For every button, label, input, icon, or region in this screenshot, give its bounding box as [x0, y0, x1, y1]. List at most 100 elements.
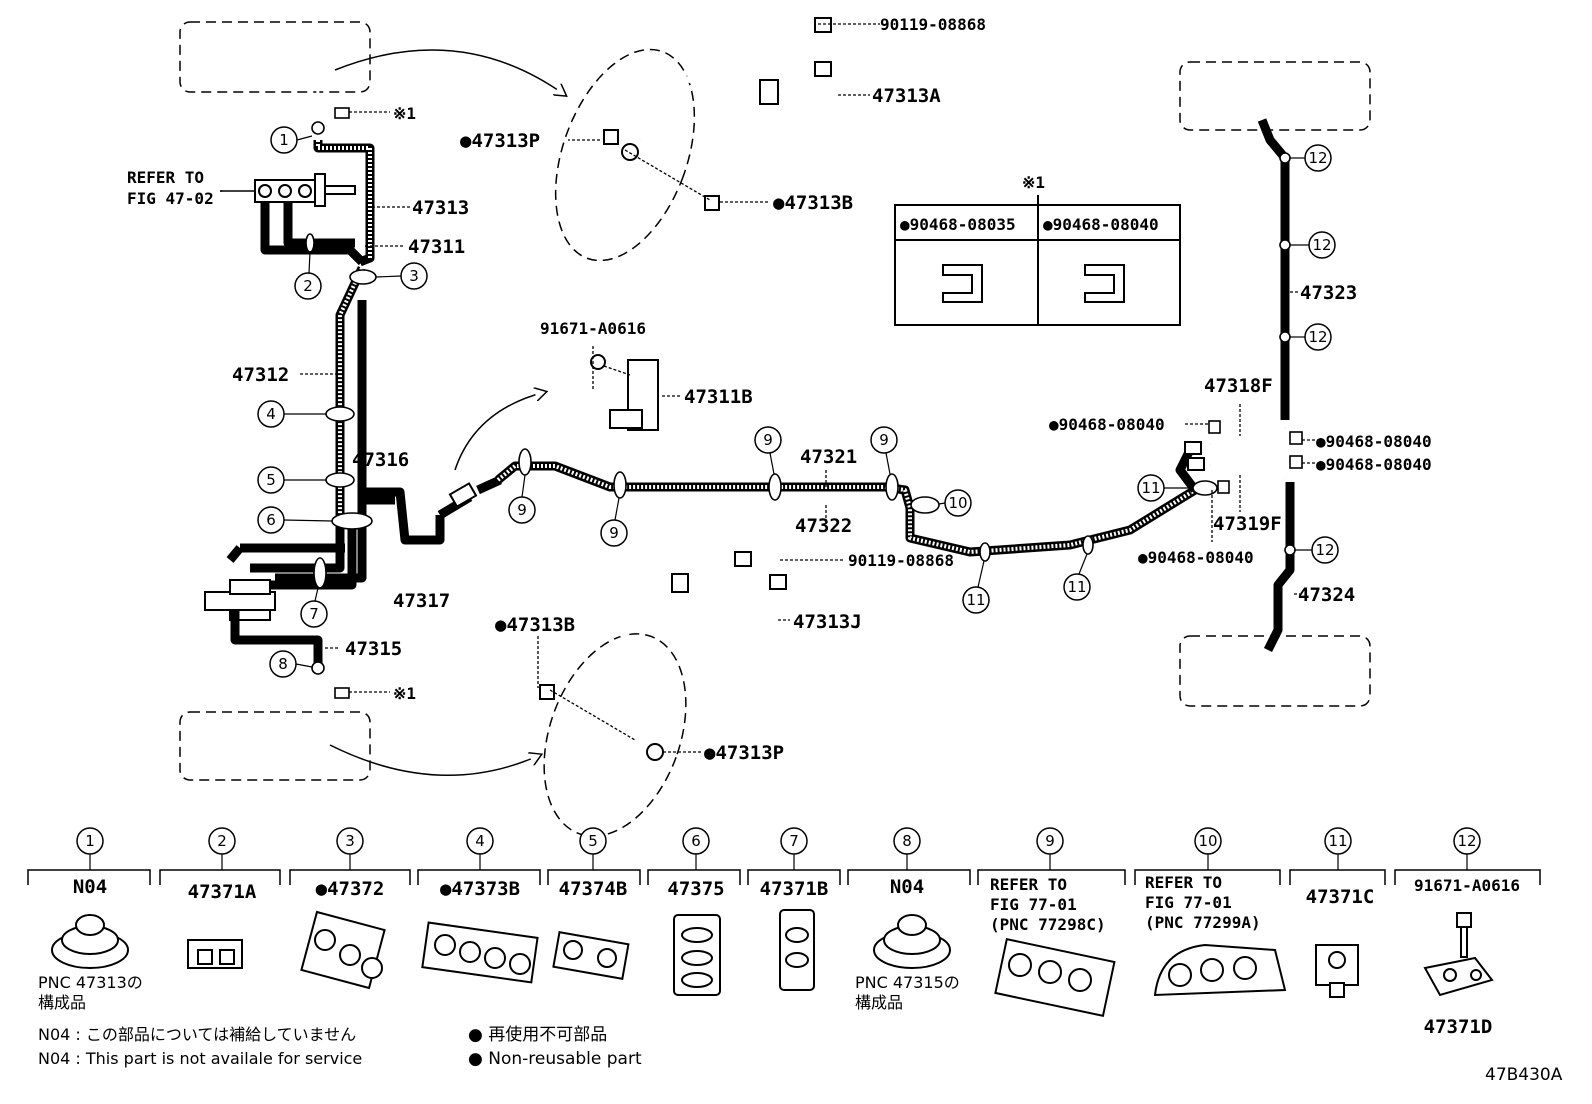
label-47311: 47311: [408, 236, 465, 258]
clip-47375-icon: [673, 914, 721, 996]
pipe-47316: [360, 487, 445, 545]
callout-9a: 9: [517, 501, 527, 519]
label-91671-mid: 91671-A0616: [540, 319, 646, 338]
callout-4: 4: [266, 405, 276, 423]
label-refer-fig4702-line2: FIG 47-02: [127, 189, 214, 208]
label-47323: 47323: [1300, 282, 1357, 304]
legend-code-9-line3: (PNC 77298C): [990, 915, 1106, 934]
label-x1-top: ※1: [393, 104, 416, 123]
label-47321: 47321: [800, 446, 857, 468]
legend-num-4: 4: [475, 832, 485, 850]
callout-12b: 12: [1312, 236, 1331, 254]
legend-code-9-line1: REFER TO: [990, 875, 1067, 894]
label-x1-bottom: ※1: [393, 684, 416, 703]
legend-num-1: 1: [85, 832, 95, 850]
label-90119-top: 90119-08868: [880, 15, 986, 34]
legend-num-8: 8: [902, 832, 912, 850]
footnote-nonreusable-jp: ● 再使用不可部品: [468, 1024, 607, 1045]
label-90468-right-1: ●90468-08040: [1316, 432, 1432, 451]
legend-code-6: 47375: [667, 878, 724, 900]
callout-9b: 9: [609, 524, 619, 542]
label-47315: 47315: [345, 638, 402, 660]
legend-num-9: 9: [1045, 832, 1055, 850]
callout-6: 6: [266, 511, 276, 529]
legend: 1 2 3 4 5 6 7 8 9 10 11 12 N04 47371A ●4…: [27, 827, 1541, 1038]
legend-code-12-bottom: 47371D: [1424, 1016, 1493, 1038]
label-47313a: 47313A: [872, 85, 941, 107]
table-header-90468-08035: ●90468-08035: [900, 215, 1016, 234]
legend-code-10-line1: REFER TO: [1145, 873, 1222, 892]
legend-num-6: 6: [691, 832, 701, 850]
pipe-47315: [230, 610, 323, 665]
clip-47371a-icon: [187, 939, 243, 969]
callout-7: 7: [309, 605, 319, 623]
label-47312: 47312: [232, 364, 289, 386]
callout-11b: 11: [1067, 578, 1086, 596]
table-header-90468-08040: ●90468-08040: [1043, 215, 1159, 234]
label-47313b-bottom: ●47313B: [495, 614, 575, 636]
label-47316: 47316: [352, 449, 409, 471]
legend-note-8-line1: PNC 47315の: [855, 973, 960, 992]
legend-num-12: 12: [1457, 832, 1476, 850]
callout-2: 2: [303, 277, 313, 295]
label-90119-bottom: 90119-08868: [848, 551, 954, 570]
callout-11a: 11: [966, 591, 985, 609]
clip-47373b-icon: [421, 921, 539, 984]
pipe-47311: [260, 202, 366, 266]
label-47313p-bottom: ●47313P: [704, 742, 784, 764]
callout-11c: 11: [1141, 479, 1160, 497]
footnote-n04-jp: N04 : この部品については補給していません: [38, 1025, 356, 1044]
pipe-47323: [1257, 118, 1290, 420]
rear-left-wheel-box: [179, 711, 371, 781]
callout-1: 1: [279, 131, 289, 149]
legend-code-2: 47371A: [188, 881, 257, 903]
rear-right-wheel-box: [1179, 635, 1371, 707]
clip-47371c-icon: [1315, 944, 1359, 998]
label-90468-left: ●90468-08040: [1049, 415, 1165, 434]
label-x1-table: ※1: [1022, 173, 1045, 192]
callout-12a: 12: [1308, 149, 1327, 167]
label-90468-right-2: ●90468-08040: [1316, 455, 1432, 474]
footnote-n04-en: N04 : This part is not availale for serv…: [38, 1049, 362, 1068]
legend-num-2: 2: [217, 832, 227, 850]
grommet-icon: [51, 914, 129, 969]
legend-num-3: 3: [345, 832, 355, 850]
legend-code-5: 47374B: [559, 878, 628, 900]
legend-code-3: ●47372: [316, 878, 385, 900]
clip-47371b-icon: [779, 909, 815, 991]
callout-12c: 12: [1308, 328, 1327, 346]
legend-code-10-line2: FIG 77-01: [1145, 893, 1232, 912]
callout-12d: 12: [1315, 541, 1334, 559]
legend-code-10-line3: (PNC 77299A): [1145, 913, 1261, 932]
label-47324: 47324: [1298, 584, 1355, 606]
label-47311b: 47311B: [684, 386, 753, 408]
legend-note-1-line1: PNC 47313の: [38, 973, 143, 992]
clip-47374b-icon: [552, 931, 630, 980]
legend-code-12: 91671-A0616: [1414, 876, 1520, 895]
label-47313j: 47313J: [793, 611, 862, 633]
legend-code-7: 47371B: [760, 878, 829, 900]
label-47319f: 47319F: [1213, 513, 1282, 535]
clip-47372-icon: [300, 910, 386, 990]
label-47318f: 47318F: [1204, 375, 1273, 397]
grommet-icon-2: [873, 914, 951, 969]
label-47313b-top: ●47313B: [773, 192, 853, 214]
callout-8: 8: [278, 655, 288, 673]
label-47317: 47317: [393, 590, 450, 612]
legend-note-8-line2: 構成品: [855, 993, 903, 1012]
callout-5: 5: [266, 471, 276, 489]
label-47313p-top: ●47313P: [460, 130, 540, 152]
pipe-47324: [1263, 482, 1295, 653]
label-47313: 47313: [412, 197, 469, 219]
callout-9c: 9: [763, 431, 773, 449]
label-refer-fig4702-line1: REFER TO: [127, 168, 204, 187]
legend-code-1: N04: [73, 876, 107, 898]
legend-code-4: ●47373B: [440, 878, 520, 900]
callouts: 1 2 3 4 5 6 7 8 9 9 9 9 10 11 11 11 12 1…: [257, 126, 1339, 678]
legend-num-5: 5: [588, 832, 598, 850]
label-90468-bottom: ●90468-08040: [1138, 548, 1254, 567]
legend-code-9-line2: FIG 77-01: [990, 895, 1077, 914]
front-left-wheel-box: [179, 21, 371, 93]
callout-10: 10: [948, 494, 967, 512]
